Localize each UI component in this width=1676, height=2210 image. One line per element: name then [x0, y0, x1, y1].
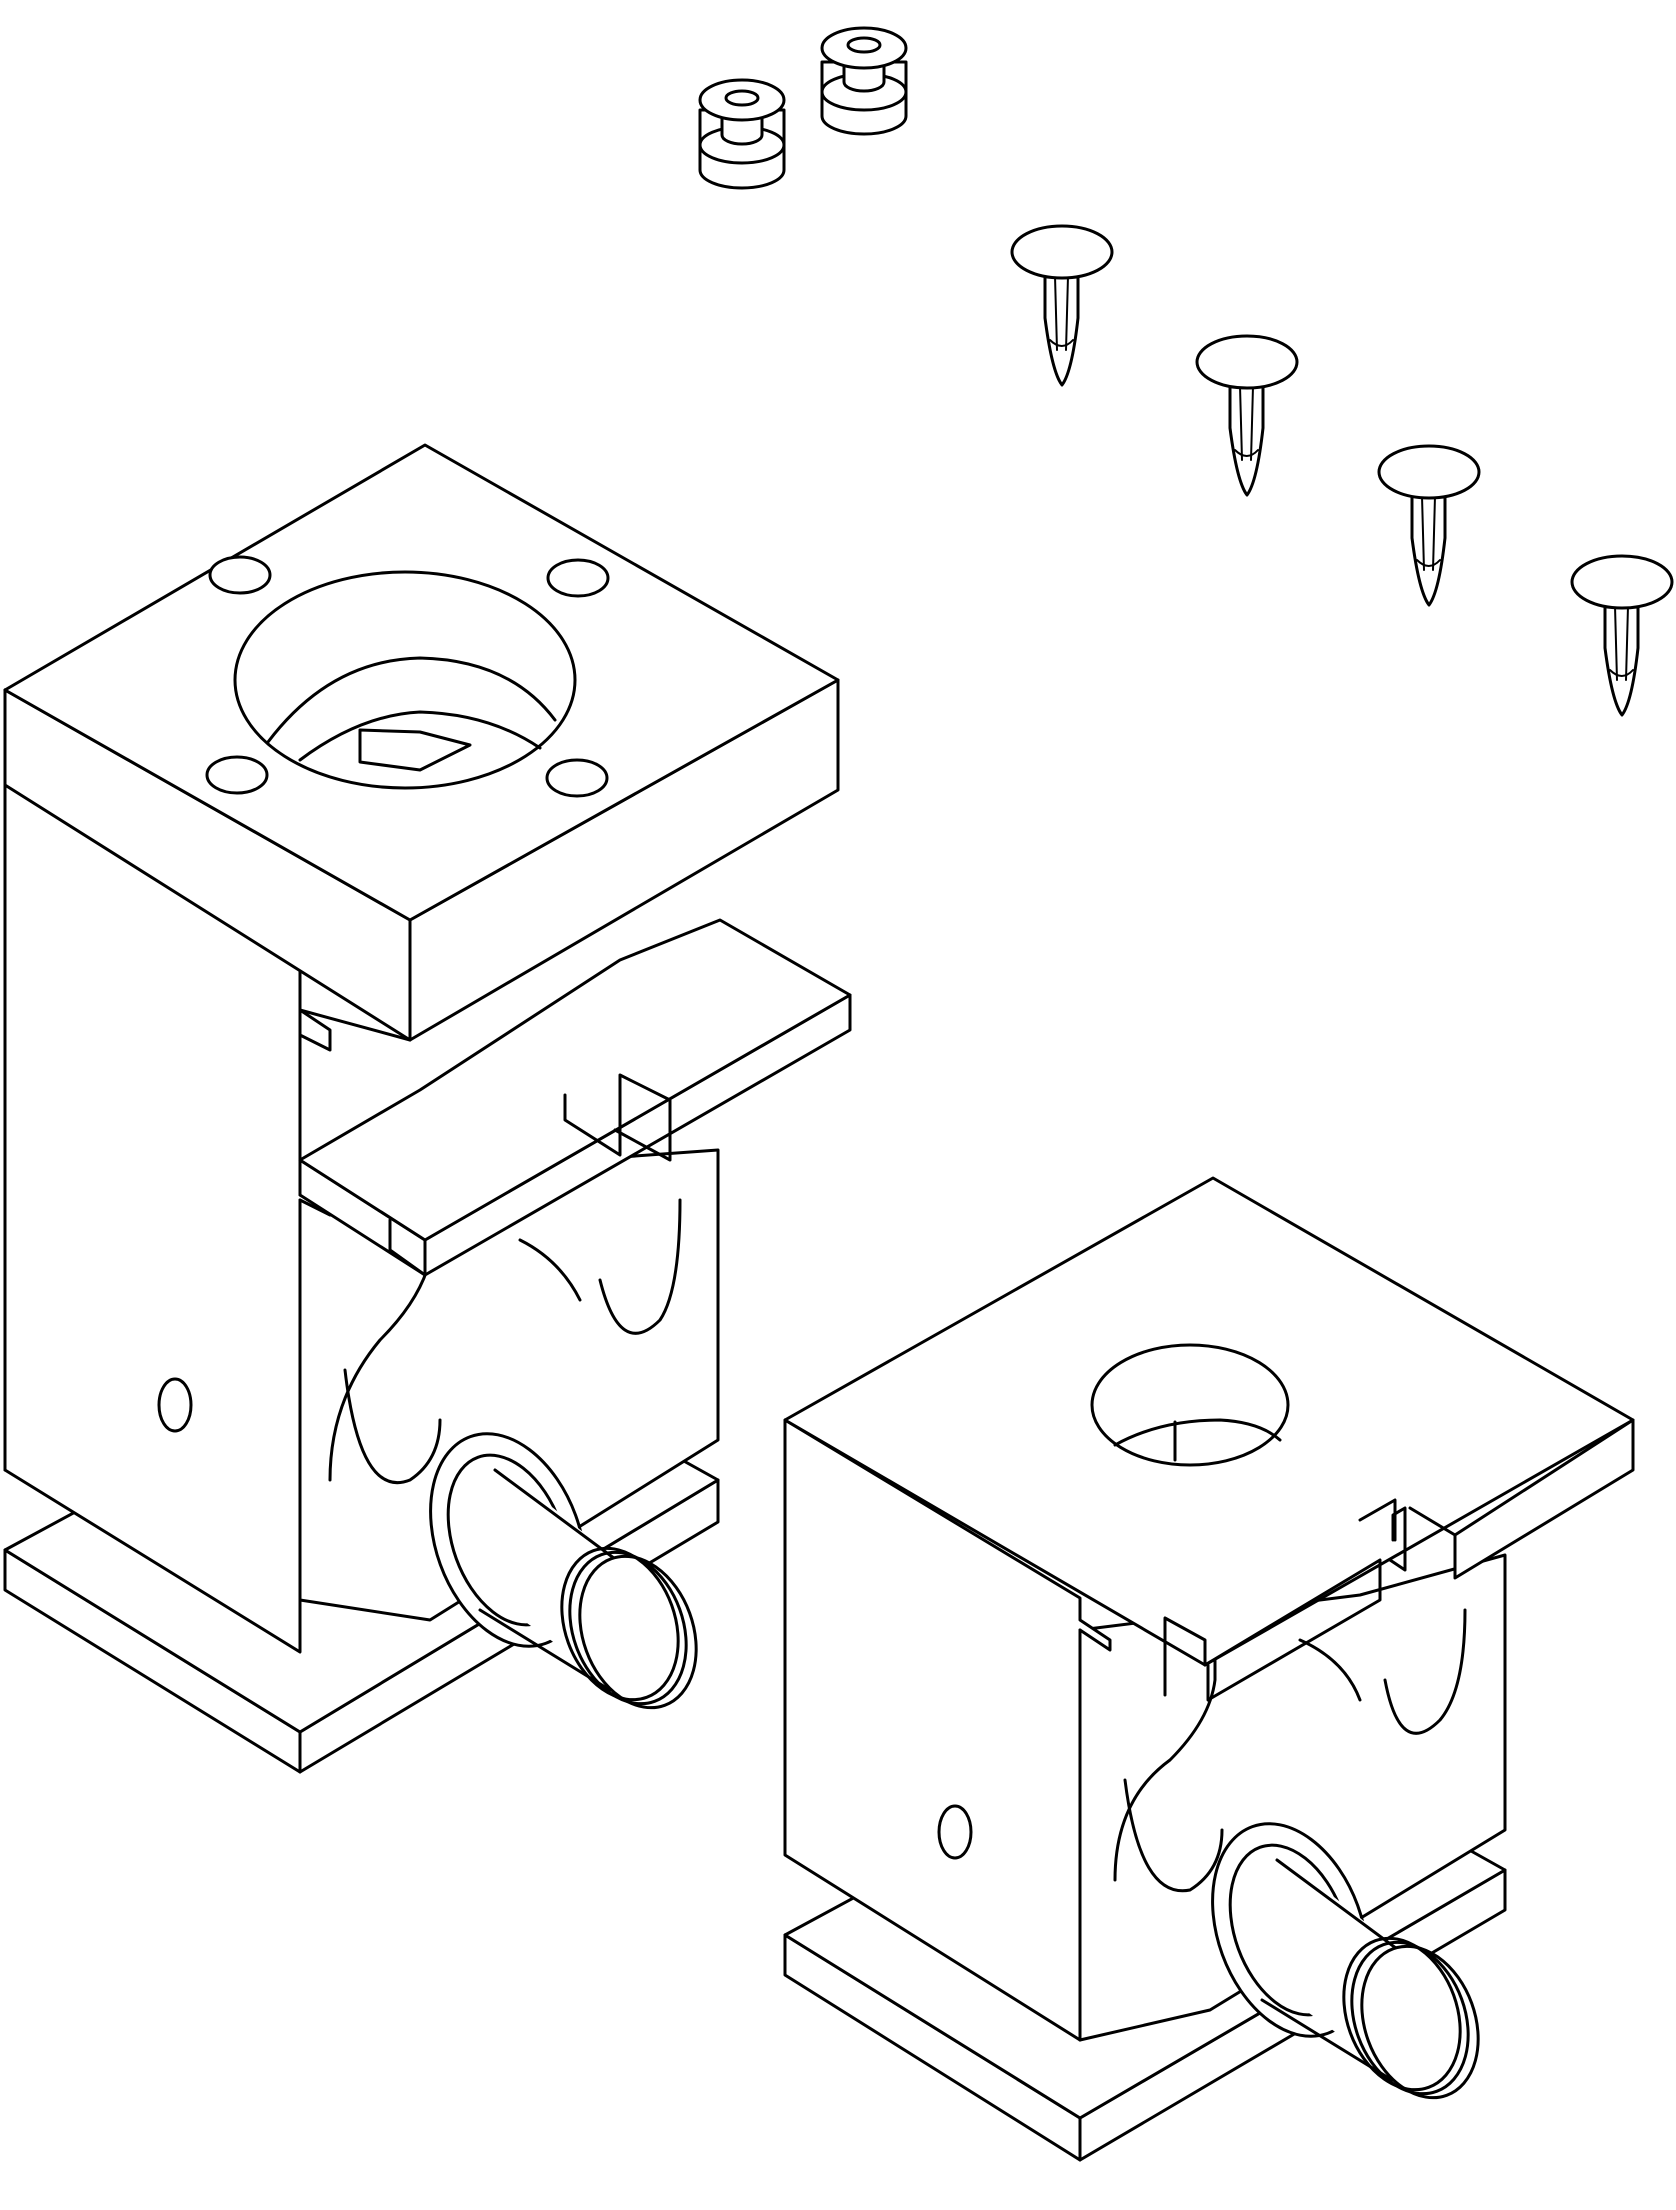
block-assembly-large [3, 443, 852, 1774]
clevis-body [298, 1148, 720, 1622]
push-rivet-2 [1195, 334, 1299, 497]
shaft-pin-small [1211, 1822, 1480, 2100]
slot-plate [298, 918, 852, 1277]
bushing-2 [820, 26, 908, 136]
side-pin-hole [157, 1377, 193, 1433]
main-body-small [783, 1418, 1112, 2042]
side-pin-hole-small [937, 1804, 973, 1860]
shaft-pin [429, 1432, 698, 1710]
bushing-1 [698, 78, 786, 190]
push-rivet-4 [1570, 554, 1674, 717]
block-assembly-small [783, 1176, 1635, 2162]
push-rivet-1 [1010, 224, 1114, 387]
top-bore-small [1090, 1343, 1290, 1467]
push-rivet-3 [1377, 444, 1481, 607]
top-bore [205, 555, 610, 798]
